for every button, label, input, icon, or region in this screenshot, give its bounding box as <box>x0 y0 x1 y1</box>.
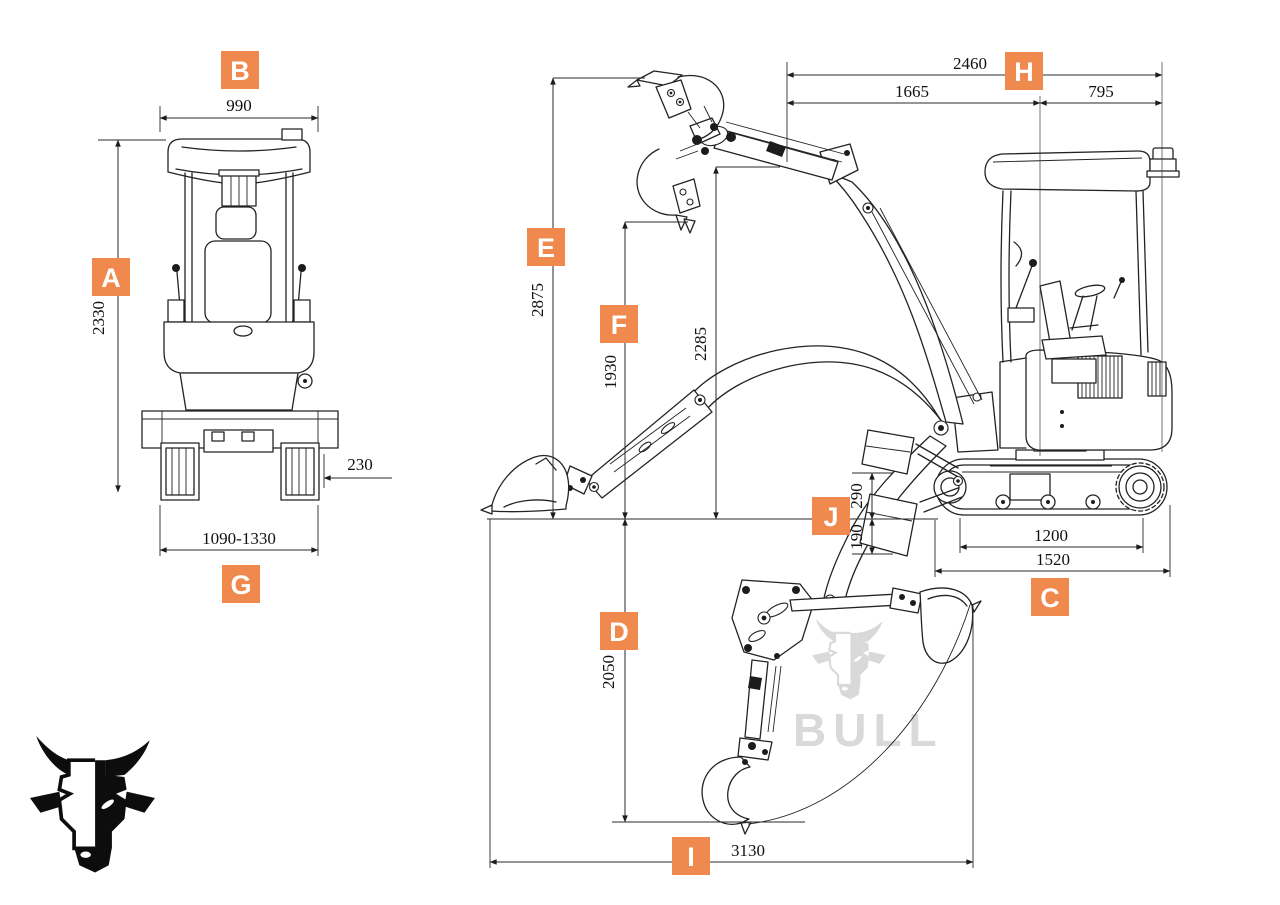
front-view-drawing <box>141 128 339 501</box>
bull-watermark: BULL <box>793 617 944 756</box>
svg-text:H: H <box>1014 57 1034 87</box>
side-view-drawing <box>480 62 1180 835</box>
label-E: E <box>527 228 565 266</box>
bull-logo-icon <box>28 734 157 875</box>
label-H: H <box>1005 52 1043 90</box>
cab-upper-structure <box>984 147 1180 451</box>
svg-text:B: B <box>230 56 250 86</box>
label-F: F <box>600 305 638 343</box>
dim-dump-height: 1930 <box>601 355 620 389</box>
svg-text:J: J <box>823 502 838 532</box>
dim-max-lift-height: 2875 <box>528 283 547 317</box>
dim-front-blade-offset: 230 <box>347 455 373 474</box>
dim-front-overall-height: 2330 <box>89 301 108 335</box>
bucket-dump-height <box>636 142 701 234</box>
svg-text:D: D <box>609 617 629 647</box>
label-I: I <box>672 837 710 875</box>
svg-text:F: F <box>611 310 628 340</box>
track-undercarriage <box>933 441 1168 516</box>
dim-blade-raise: 290 <box>847 483 866 509</box>
letter-labels: B A G H E F J C <box>92 51 1069 875</box>
side-view-dimensions: 2460 1665 795 2875 1930 2285 290 190 120… <box>487 54 1171 868</box>
label-J: J <box>812 497 850 535</box>
dim-track-length: 1520 <box>1036 550 1070 569</box>
svg-text:C: C <box>1040 583 1060 613</box>
dim-dig-depth: 2050 <box>599 655 618 689</box>
svg-text:G: G <box>230 570 251 600</box>
svg-text:E: E <box>537 233 555 263</box>
bucket-swing-arc <box>747 601 972 825</box>
arm-close-in <box>789 587 982 664</box>
dim-front-length: 1665 <box>895 82 929 101</box>
dim-overall-length: 2460 <box>953 54 987 73</box>
label-G: G <box>222 565 260 603</box>
dim-rear-length: 795 <box>1088 82 1114 101</box>
dim-wheelbase: 1200 <box>1034 526 1068 545</box>
label-B: B <box>221 51 259 89</box>
dim-pin-height: 2285 <box>691 327 710 361</box>
bucket-max-height <box>627 70 725 140</box>
label-A: A <box>92 258 130 296</box>
label-C: C <box>1031 578 1069 616</box>
arm-raised <box>627 70 983 425</box>
bull-head-watermark-icon <box>810 617 887 701</box>
front-view-dimensions: 990 2330 230 1090-1330 <box>89 96 392 556</box>
label-D: D <box>600 612 638 650</box>
dim-front-top-width: 990 <box>226 96 252 115</box>
dim-front-track-width-range: 1090-1330 <box>202 529 276 548</box>
watermark-text: BULL <box>793 704 944 756</box>
svg-text:A: A <box>101 263 121 293</box>
dim-max-reach: 3130 <box>731 841 765 860</box>
svg-text:I: I <box>687 842 695 872</box>
dim-blade-drop: 190 <box>847 524 866 550</box>
arm-max-reach <box>480 345 949 515</box>
arm-digging <box>701 435 947 835</box>
